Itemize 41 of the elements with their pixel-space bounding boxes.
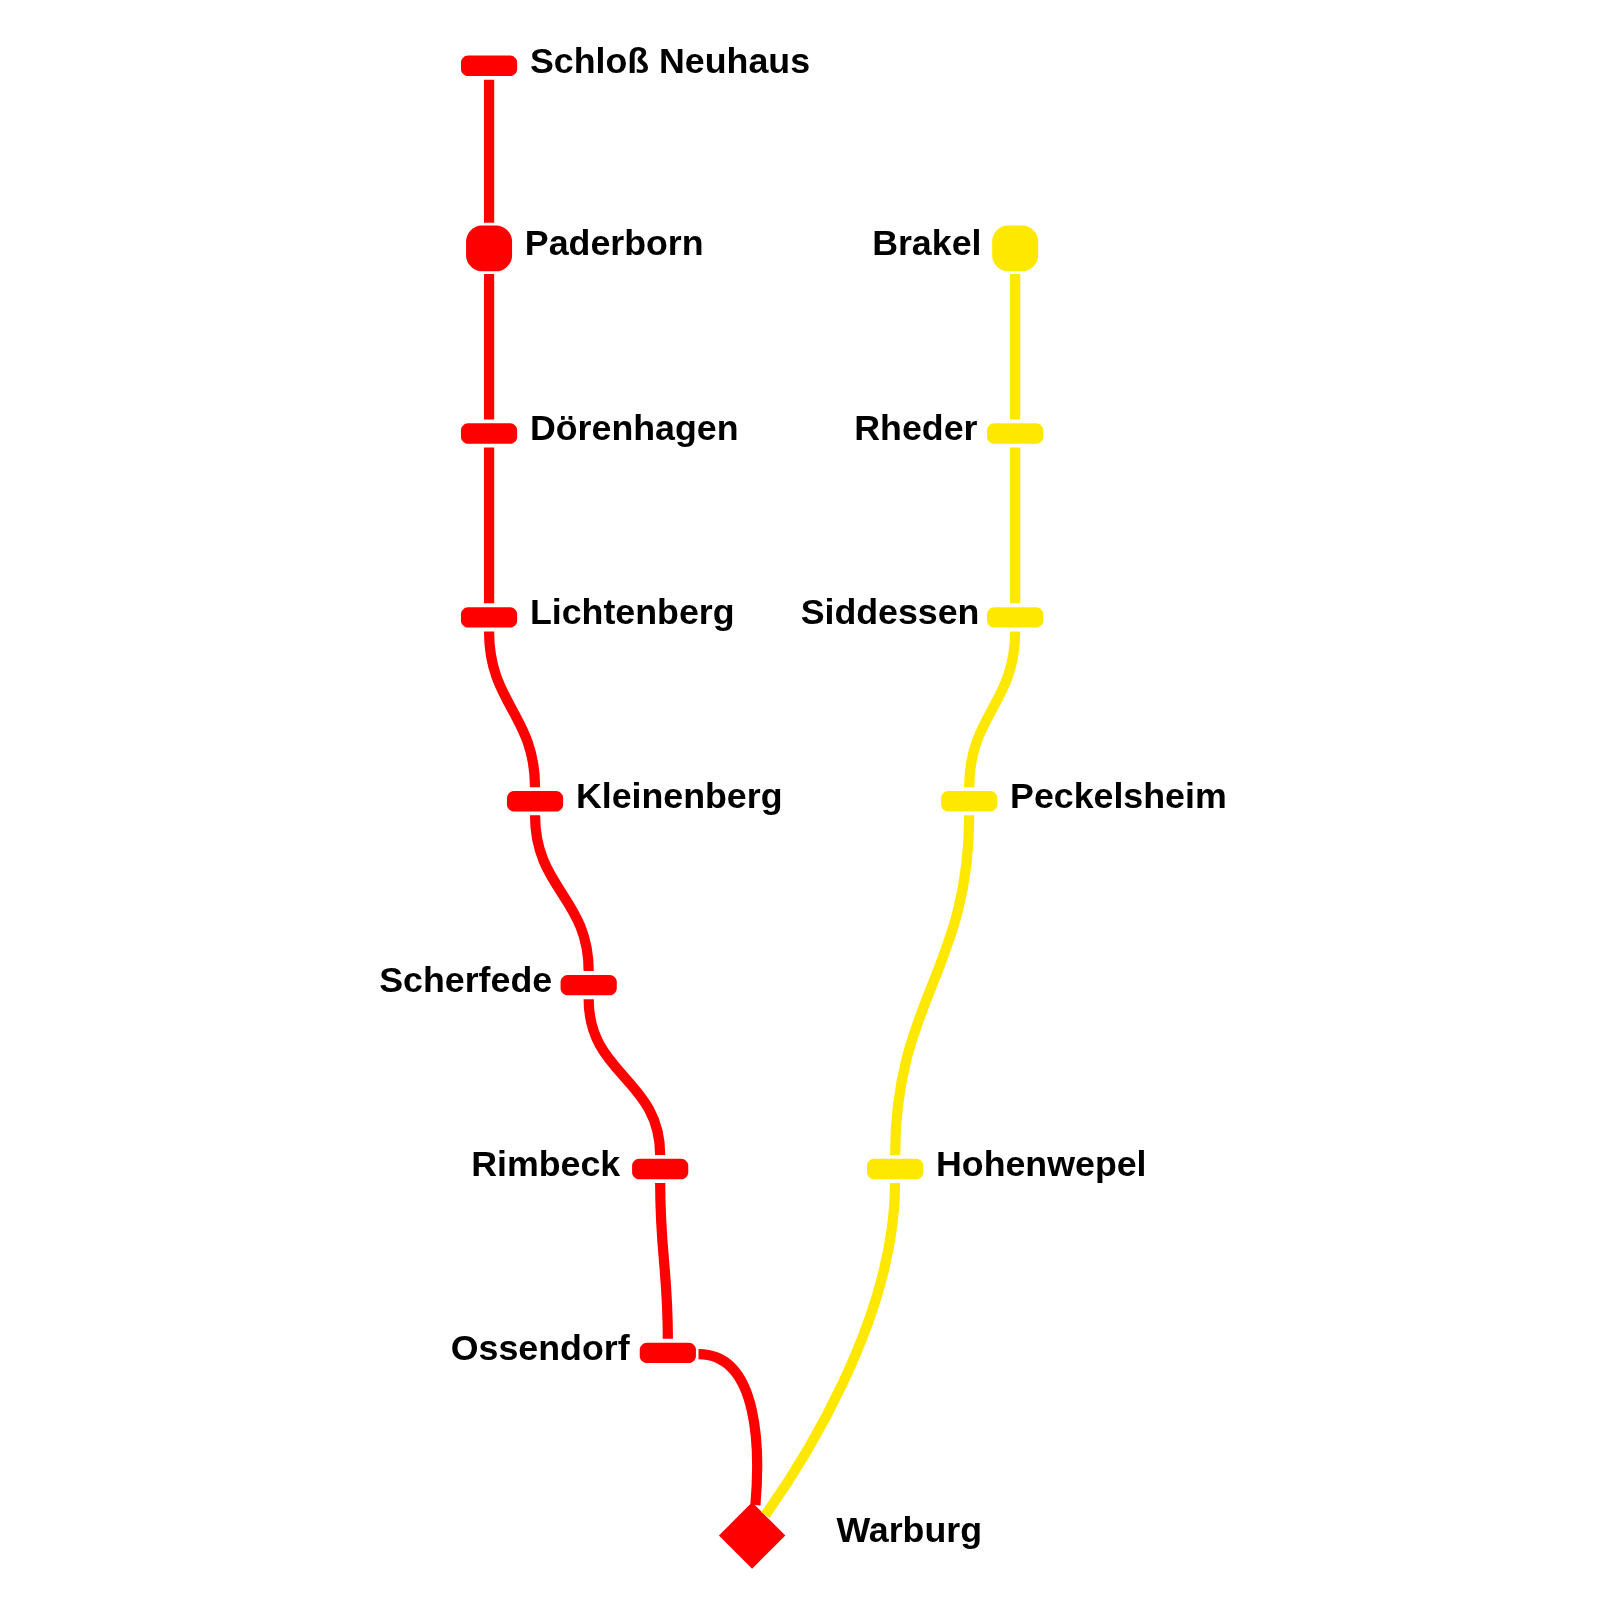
node-label: Peckelsheim (1010, 776, 1227, 817)
node-bar (461, 607, 518, 628)
node-label: Siddessen (800, 592, 980, 633)
connector (1010, 447, 1021, 604)
node-box (466, 225, 513, 272)
node-bar (987, 423, 1044, 444)
connector (890, 815, 975, 1156)
connector (529, 815, 594, 972)
node-bar (639, 1342, 696, 1364)
node-diamond (718, 1502, 786, 1569)
node-bar (941, 791, 998, 812)
node-bar (560, 974, 617, 996)
node-label: Scherfede (379, 960, 553, 1001)
node-bar (506, 791, 564, 812)
connector (583, 998, 666, 1156)
node-label: Brakel (872, 223, 982, 264)
node-label: Hohenwepel (935, 1143, 1147, 1184)
node-bar (867, 1158, 924, 1180)
node-label: Warburg (836, 1510, 983, 1551)
connector (483, 79, 495, 223)
node-label: Ossendorf (450, 1327, 630, 1368)
node-label: Paderborn (524, 223, 704, 264)
node-bar (461, 423, 518, 444)
connector (483, 631, 541, 788)
node-label: Rimbeck (471, 1143, 621, 1184)
node-bar (632, 1158, 689, 1180)
connector (1010, 273, 1021, 420)
connector (761, 1182, 901, 1518)
connector (483, 447, 495, 604)
node-box (992, 225, 1039, 272)
connector (964, 631, 1021, 788)
connector (483, 273, 495, 420)
node-label: Kleinenberg (575, 776, 783, 817)
node-bar (987, 607, 1044, 628)
node-label: Rheder (854, 408, 978, 449)
node-label: Lichtenberg (529, 592, 735, 633)
connector (655, 1183, 673, 1339)
node-bar (461, 55, 518, 76)
connector (697, 1349, 763, 1506)
node-label: Schloß Neuhaus (529, 40, 811, 81)
node-label: Dörenhagen (529, 408, 739, 449)
